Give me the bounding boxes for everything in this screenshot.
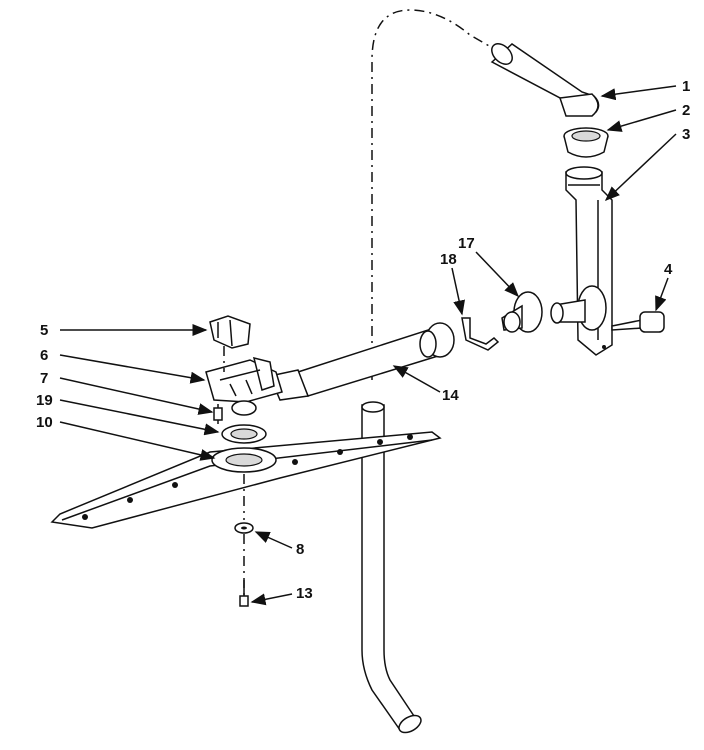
part-18-clip — [461, 317, 500, 351]
callout-1: 1 — [682, 78, 690, 95]
callout-3: 3 — [682, 126, 690, 143]
callout-5: 5 — [40, 322, 48, 339]
callout-7: 7 — [40, 370, 48, 387]
callout-13: 13 — [296, 585, 313, 602]
callout-4: 4 — [664, 261, 673, 278]
part-6-bracket — [205, 356, 283, 416]
callout-18: 18 — [440, 251, 457, 268]
part-19-washer — [221, 424, 267, 444]
callout-6: 6 — [40, 347, 48, 364]
part-17-cap — [501, 291, 543, 333]
callout-17: 17 — [458, 235, 475, 252]
part-3-manifold — [550, 166, 613, 356]
callout-8: 8 — [296, 541, 304, 558]
callout-2: 2 — [682, 102, 690, 119]
part-1-elbow-tube — [490, 43, 600, 117]
part-10-spray-arm — [50, 431, 442, 529]
callout-14: 14 — [442, 387, 459, 404]
part-2-grommet — [563, 127, 609, 158]
feed-tube — [361, 9, 506, 734]
callout-labels: 1 2 3 4 5 6 7 8 10 13 14 17 18 19 — [36, 78, 690, 602]
part-5-clip — [209, 315, 251, 349]
part-13-bolt — [239, 580, 249, 607]
part-14-feed-tube — [268, 322, 455, 401]
callout-19: 19 — [36, 392, 53, 409]
part-7-screw — [213, 404, 223, 424]
callout-10: 10 — [36, 414, 53, 431]
leader-lines — [59, 85, 677, 606]
part-4-screw — [611, 311, 665, 333]
part-8-washer — [234, 522, 254, 534]
